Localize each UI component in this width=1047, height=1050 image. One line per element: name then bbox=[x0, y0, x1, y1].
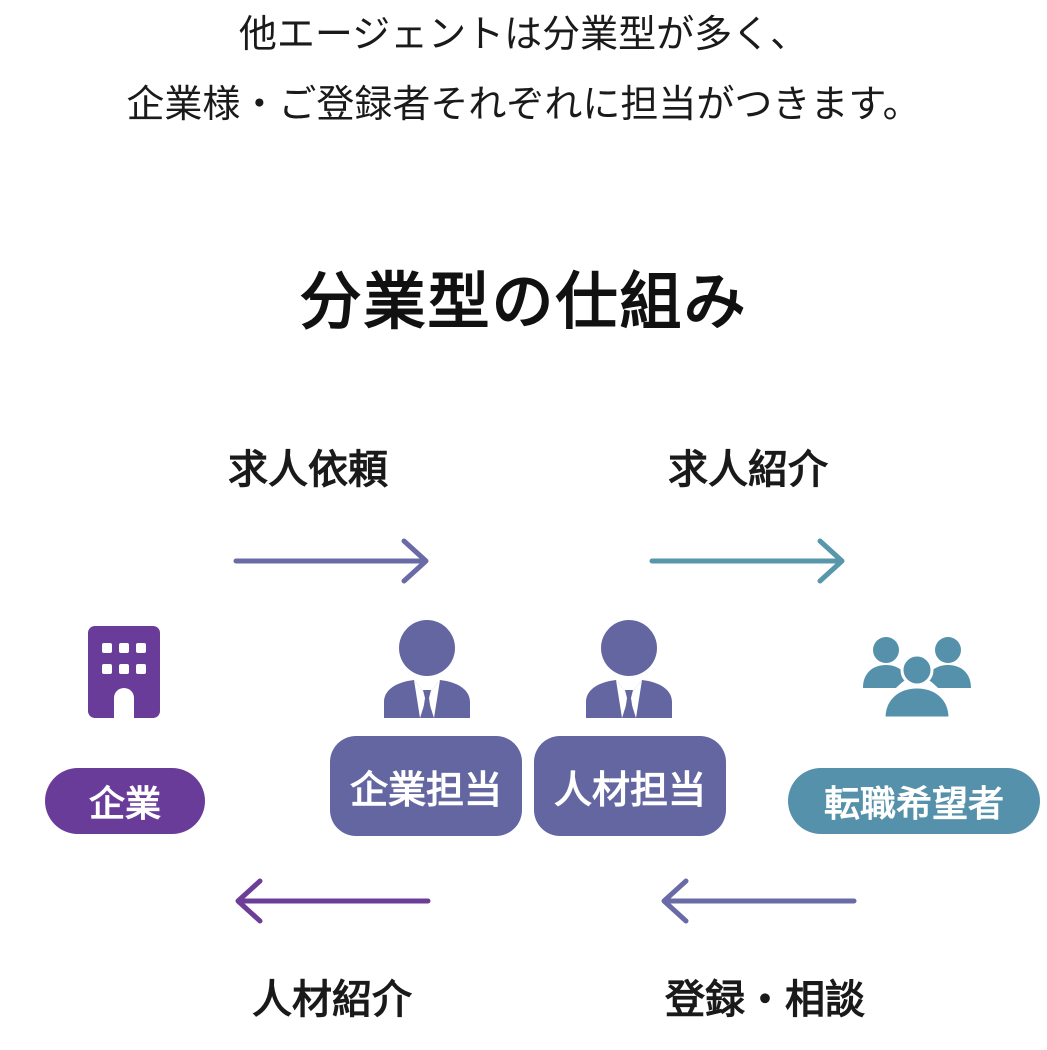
people-group-icon bbox=[863, 637, 971, 720]
label-registration-consultation: 登録・相談 bbox=[665, 977, 865, 1023]
role-job-seekers-pill: 転職希望者 bbox=[788, 768, 1040, 834]
building-icon bbox=[88, 626, 160, 718]
role-job-seekers-label: 転職希望者 bbox=[823, 784, 1004, 825]
arrow-right-company-to-rep bbox=[233, 538, 429, 584]
intro-line-2: 企業様・ご登録者それぞれに担当がつきます。 bbox=[126, 82, 921, 126]
role-company-label: 企業 bbox=[88, 784, 161, 825]
label-job-request: 求人依頼 bbox=[228, 447, 388, 493]
role-corporate-rep-label: 企業担当 bbox=[349, 767, 502, 812]
diagram-title: 分業型の仕組み bbox=[299, 265, 748, 338]
arrow-left-rep-to-company bbox=[235, 878, 431, 924]
role-corporate-rep-card: 企業担当 bbox=[330, 736, 522, 836]
arrow-left-seeker-to-rep bbox=[661, 878, 857, 924]
businessman-icon-corporate bbox=[384, 620, 470, 718]
intro-line-1: 他エージェントは分業型が多く、 bbox=[238, 12, 809, 56]
label-candidate-introduction: 人材紹介 bbox=[252, 977, 412, 1023]
label-job-introduction: 求人紹介 bbox=[668, 447, 828, 493]
role-company-pill: 企業 bbox=[45, 768, 205, 834]
role-candidate-rep-label: 人材担当 bbox=[553, 767, 706, 812]
arrow-right-rep-to-seeker bbox=[649, 538, 845, 584]
businessman-icon-candidate bbox=[586, 620, 672, 718]
role-candidate-rep-card: 人材担当 bbox=[534, 736, 726, 836]
